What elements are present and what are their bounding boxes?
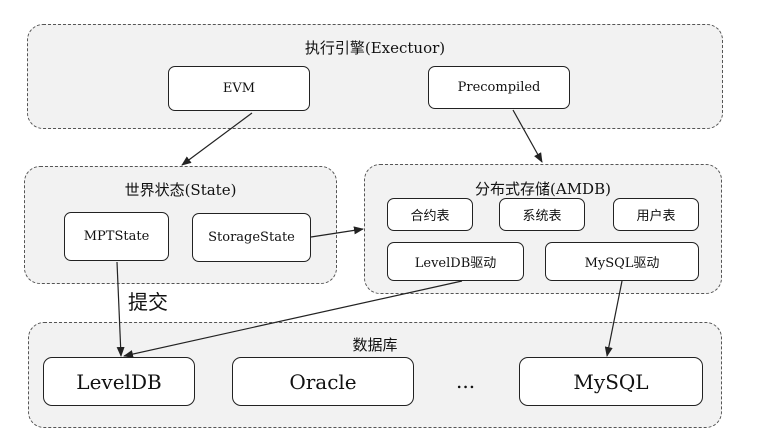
leveldb-box: LevelDB (43, 357, 195, 406)
arrow-precompiled-to-amdb (512, 109, 543, 163)
mysql-driver-box: MySQL驱动 (545, 242, 699, 281)
database-ellipsis: ... (456, 369, 476, 393)
mpt-state-box: MPTState (64, 212, 169, 261)
database-title: 数据库 (352, 336, 398, 354)
arrow-leveldb-driver-to-leveldb (123, 280, 463, 358)
executor-group: 执行引擎(Exectuor) (27, 24, 723, 129)
world-state-title: 世界状态(State) (124, 181, 237, 199)
storage-state-box: StorageState (192, 213, 311, 262)
arrow-evm-to-world-state (181, 112, 253, 166)
system-table-box: 系统表 (499, 198, 585, 231)
arrow-storage-state-to-amdb (310, 226, 364, 238)
amdb-title: 分布式存储(AMDB) (475, 180, 611, 198)
commit-label: 提交 (128, 290, 168, 314)
leveldb-driver-box: LevelDB驱动 (387, 242, 524, 281)
executor-title: 执行引擎(Exectuor) (304, 39, 446, 57)
evm-box: EVM (168, 66, 310, 111)
mysql-box: MySQL (519, 357, 703, 406)
arrow-mysql-driver-to-mysql (604, 280, 623, 357)
user-table-box: 用户表 (613, 198, 699, 231)
precompiled-box: Precompiled (428, 66, 570, 109)
contract-table-box: 合约表 (387, 198, 473, 231)
oracle-box: Oracle (232, 357, 414, 406)
arrow-mpt-state-commit-to-leveldb (116, 261, 125, 357)
